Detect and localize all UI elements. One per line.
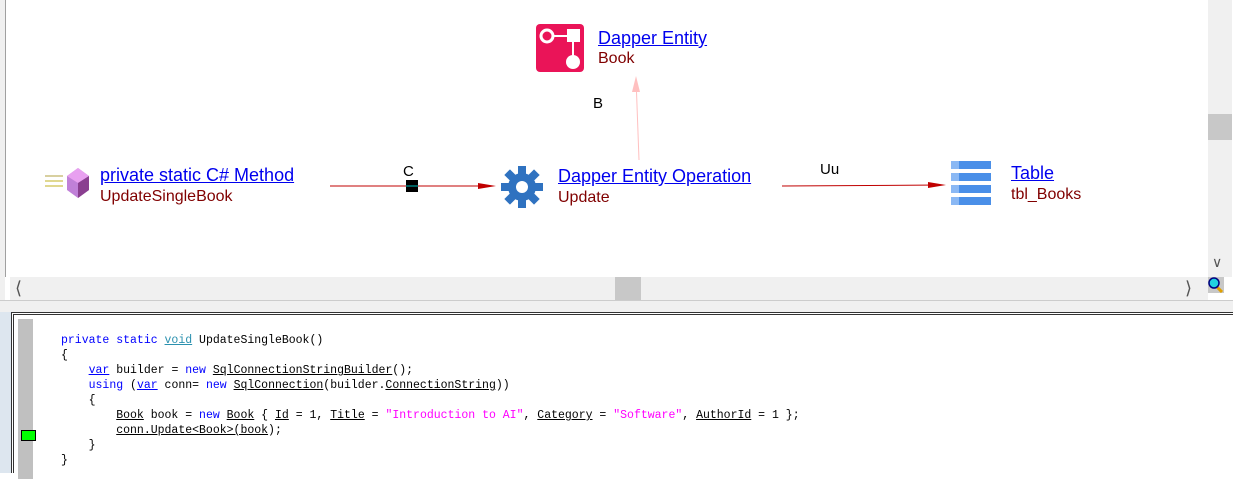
code-token: , xyxy=(523,409,538,422)
csharp-method-icon xyxy=(45,168,89,198)
code-token: ( xyxy=(123,379,137,392)
code-token: = 1, xyxy=(288,409,331,422)
horizontal-scrollbar[interactable]: ⟨ ⟩ xyxy=(10,277,1208,300)
left-collapse-strip[interactable] xyxy=(0,312,11,473)
code-viewer[interactable]: private static void UpdateSingleBook(){ … xyxy=(11,312,1233,479)
code-token: Title xyxy=(330,409,365,422)
code-token: private static xyxy=(61,334,165,347)
code-token: conn= xyxy=(157,379,206,392)
code-token: Book xyxy=(226,409,255,422)
code-token xyxy=(61,364,89,377)
code-line: Book book = new Book { Id = 1, Title = "… xyxy=(61,408,800,423)
code-token: { xyxy=(61,394,96,407)
code-token: builder = xyxy=(109,364,186,377)
code-token: { xyxy=(254,409,275,422)
code-token: )) xyxy=(495,379,510,392)
diagram-edges xyxy=(330,76,946,192)
code-token: , xyxy=(682,409,697,422)
code-gutter xyxy=(18,319,36,479)
code-token: SqlConnection xyxy=(233,379,324,392)
horizontal-scroll-thumb[interactable] xyxy=(615,277,641,300)
node-subtitle: Update xyxy=(558,189,610,206)
code-token: = xyxy=(364,409,386,422)
code-token: ); xyxy=(268,424,282,437)
scroll-down-arrow-icon[interactable]: ∨ xyxy=(1212,254,1223,270)
edge-arrowhead xyxy=(632,76,640,92)
code-token: AuthorId xyxy=(696,409,752,422)
pane-splitter[interactable] xyxy=(0,300,1233,312)
node-title[interactable]: Dapper Entity xyxy=(598,28,708,48)
code-token: (); xyxy=(392,364,414,377)
code-token: Category xyxy=(537,409,593,422)
scroll-right-arrow-icon[interactable]: ⟩ xyxy=(1185,278,1193,298)
code-token: ConnectionString xyxy=(385,379,496,392)
code-token: conn.Update<Book>(book xyxy=(116,424,269,437)
code-token xyxy=(61,424,116,437)
code-token: { xyxy=(61,349,68,362)
code-token: using xyxy=(88,379,124,392)
code-line: conn.Update<Book>(book); xyxy=(61,423,800,438)
code-token: } xyxy=(61,454,68,467)
code-token: "Introduction to AI" xyxy=(385,409,524,422)
node-title[interactable]: private static C# Method xyxy=(100,165,295,185)
code-token xyxy=(61,379,89,392)
vertical-scrollbar[interactable]: ∨ xyxy=(1208,0,1232,277)
zoom-magnifier-button[interactable] xyxy=(1208,277,1224,294)
code-line: } xyxy=(61,453,800,468)
node-subtitle: Book xyxy=(598,50,635,67)
code-token: book = xyxy=(143,409,200,422)
entity-icon xyxy=(536,24,584,72)
code-token: UpdateSingleBook() xyxy=(192,334,324,347)
code-token: var xyxy=(88,364,110,377)
code-token xyxy=(61,409,116,422)
table-icon xyxy=(951,161,991,205)
code-token: (builder. xyxy=(323,379,386,392)
code-token: var xyxy=(136,379,158,392)
edge-label-uu: Uu xyxy=(820,161,840,178)
code-token: new xyxy=(199,409,227,422)
code-token: new xyxy=(205,379,234,392)
gear-icon xyxy=(501,166,543,208)
node-subtitle: tbl_Books xyxy=(1011,186,1082,203)
code-token: new xyxy=(185,364,213,377)
magnifier-icon xyxy=(1208,277,1224,294)
edge-label-c: C xyxy=(403,163,414,180)
node-title[interactable]: Dapper Entity Operation xyxy=(558,166,752,186)
code-token: "Software" xyxy=(613,409,683,422)
scroll-left-arrow-icon[interactable]: ⟨ xyxy=(15,278,23,298)
node-title[interactable]: Table xyxy=(1011,163,1055,183)
code-line: } xyxy=(61,438,800,453)
vertical-scroll-thumb[interactable] xyxy=(1208,114,1232,140)
current-line-marker xyxy=(21,430,36,441)
dependency-diagram: private static C# Method UpdateSingleBoo… xyxy=(0,0,1233,300)
edge-label-b: B xyxy=(593,95,604,112)
code-line: var builder = new SqlConnectionStringBui… xyxy=(61,363,800,378)
code-line: { xyxy=(61,393,800,408)
edge-arrowhead xyxy=(928,182,946,188)
code-lines: private static void UpdateSingleBook(){ … xyxy=(61,333,800,468)
code-token: SqlConnectionStringBuilder xyxy=(212,364,393,377)
code-token: } xyxy=(61,439,96,452)
edge-arrowhead xyxy=(478,183,496,189)
edge-operation-to-table xyxy=(781,184,941,187)
code-line: using (var conn= new SqlConnection(build… xyxy=(61,378,800,393)
code-token: = 1 }; xyxy=(751,409,800,422)
code-token: void xyxy=(164,334,193,347)
code-line: private static void UpdateSingleBook() xyxy=(61,333,800,348)
code-line: { xyxy=(61,348,800,363)
node-subtitle: UpdateSingleBook xyxy=(100,188,233,205)
code-token: Id xyxy=(274,409,289,422)
code-token: = xyxy=(592,409,614,422)
code-token: Book xyxy=(116,409,144,422)
